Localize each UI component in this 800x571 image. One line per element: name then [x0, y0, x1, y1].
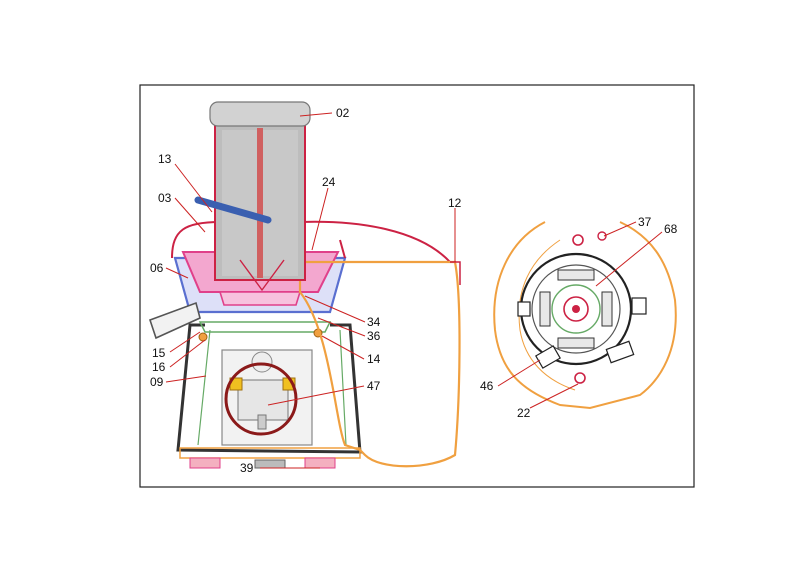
screw-left: [198, 332, 208, 342]
base-inner-wall: [197, 329, 347, 446]
leader-24: [311, 187, 329, 251]
label-36: 36: [367, 329, 381, 343]
housing-inner-right: [518, 239, 576, 391]
label-14: 14: [367, 352, 381, 366]
label-13: 13: [158, 152, 172, 166]
motor-top-dome: [251, 351, 273, 373]
motor-core: [237, 379, 289, 421]
motor-ring-center: [572, 305, 580, 313]
chute-bottom: [239, 259, 285, 292]
pusher-rod: [257, 128, 263, 278]
food-pusher-cap: [209, 101, 311, 127]
label-39: 39: [240, 461, 254, 475]
leader-16: [169, 339, 206, 368]
foot-center: [254, 459, 286, 469]
leader-03: [174, 197, 206, 233]
leader-09: [165, 375, 207, 383]
leader-68: [595, 231, 663, 287]
brush-holder-bottom: [557, 337, 595, 349]
locking-arm: [194, 196, 272, 224]
label-15: 15: [152, 346, 166, 360]
leader-13: [174, 163, 213, 213]
motor-ring-inner: [551, 284, 601, 334]
label-12: 12: [448, 196, 462, 210]
lid-cover: [171, 220, 451, 263]
label-02: 02: [336, 106, 350, 120]
label-47: 47: [367, 379, 381, 393]
brush-holder-top: [557, 269, 595, 281]
label-34: 34: [367, 315, 381, 329]
leader-06: [165, 267, 189, 279]
label-16: 16: [152, 360, 166, 374]
screw-top: [572, 234, 584, 246]
pulp-clip: [339, 239, 346, 259]
leader-34: [304, 295, 366, 323]
leader-22: [529, 383, 579, 409]
coupling-plate: [198, 321, 332, 333]
motor-bottom-view: [493, 221, 677, 410]
switch-terminal: [597, 231, 607, 241]
label-46: 46: [480, 379, 494, 393]
mount-tab-left: [517, 301, 531, 317]
motor-ring-mid: [531, 264, 621, 354]
juice-spout: [148, 301, 201, 340]
base-plate: [179, 447, 361, 459]
juicer-section-view: [148, 101, 461, 469]
base-housing: [176, 323, 362, 454]
motor-ring-hub: [563, 296, 589, 322]
diagram-frame: [139, 84, 695, 488]
label-24: 24: [322, 175, 336, 189]
leader-37: [603, 221, 637, 237]
callout-labels: 02 13 03 24 12 06 34 36 15 16 14 09 47 3…: [150, 106, 678, 475]
leader-46: [497, 359, 541, 387]
pulp-container: [298, 260, 461, 468]
pulp-container-lip: [450, 261, 461, 285]
label-03: 03: [158, 191, 172, 205]
capacitor-left: [535, 345, 561, 369]
leader-lines: [165, 112, 663, 469]
label-37: 37: [638, 215, 652, 229]
label-22: 22: [517, 406, 531, 420]
foot-right: [304, 457, 336, 469]
leader-47: [267, 385, 365, 406]
filter-disc: [218, 291, 302, 306]
housing-outline-right: [493, 221, 677, 410]
leader-36: [317, 317, 366, 337]
leader-15: [169, 331, 201, 353]
label-06: 06: [150, 261, 164, 275]
leader-14: [321, 335, 365, 360]
foot-left: [189, 457, 221, 469]
label-09: 09: [150, 375, 164, 389]
capacitor-right: [605, 340, 635, 364]
screw-bottom: [574, 372, 586, 384]
label-68: 68: [664, 222, 678, 236]
brush-holder-right: [601, 291, 613, 327]
leader-02: [299, 112, 333, 117]
mount-tab-right: [631, 297, 647, 315]
brush-holder-left: [539, 291, 551, 327]
motor-shaft: [257, 414, 267, 430]
